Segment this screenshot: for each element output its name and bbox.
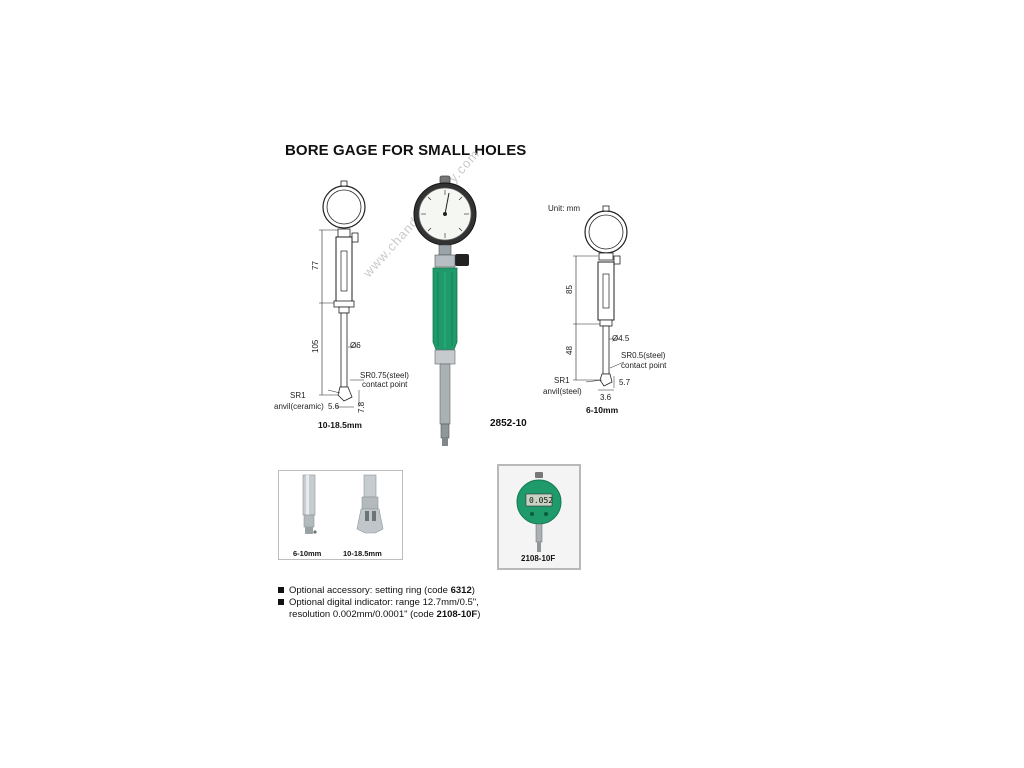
dim-85: 85 bbox=[565, 285, 574, 294]
probe-6-10-image bbox=[302, 474, 317, 534]
bullet-square bbox=[278, 599, 284, 605]
digital-indicator-image: 0.052 bbox=[516, 472, 562, 552]
bullet-square bbox=[278, 587, 284, 593]
probe-detail-box: 6-10mm 10-18.5mm bbox=[278, 470, 403, 560]
note-setting-ring: Optional accessory: setting ring (code 6… bbox=[278, 585, 480, 597]
caption-10-185: 10-18.5mm bbox=[343, 549, 382, 558]
page-title: BORE GAGE FOR SMALL HOLES bbox=[285, 142, 527, 159]
right-dial bbox=[584, 205, 628, 254]
dim-77: 77 bbox=[311, 261, 320, 270]
dim-dia45: Ø4.5 bbox=[612, 334, 630, 343]
center-gage bbox=[413, 175, 477, 446]
code-6312: 6312 bbox=[450, 585, 472, 596]
dim-36: 3.6 bbox=[600, 393, 612, 402]
range-6-10: 6-10mm bbox=[586, 405, 619, 415]
digital-indicator-box: 0.052 2108-10F bbox=[497, 464, 581, 570]
dim-48: 48 bbox=[565, 346, 574, 355]
notes: Optional accessory: setting ring (code 6… bbox=[278, 585, 480, 621]
dim-105: 105 bbox=[311, 339, 320, 353]
dim-56: 5.6 bbox=[328, 402, 340, 411]
left-drawing: 77 105 Ø6 SR0.75(steel) contact point SR… bbox=[274, 180, 409, 430]
dim-contact: contact point bbox=[362, 380, 408, 389]
note-digital-indicator: Optional digital indicator: range 12.7mm… bbox=[278, 597, 480, 621]
dim-sr1-r: SR1 bbox=[554, 376, 570, 385]
unit-label: Unit: mm bbox=[548, 204, 580, 213]
digital-readout: 0.052 bbox=[529, 496, 553, 505]
range-10-185: 10-18.5mm bbox=[318, 420, 362, 430]
dim-sr1: SR1 bbox=[290, 391, 306, 400]
dial-needle bbox=[444, 192, 450, 215]
model-2108-10f: 2108-10F bbox=[521, 554, 556, 563]
caption-6-10: 6-10mm bbox=[293, 549, 322, 558]
dim-sr075: SR0.75(steel) bbox=[360, 371, 409, 380]
model-2852-10: 2852-10 bbox=[490, 418, 527, 429]
left-dial bbox=[322, 180, 366, 229]
probe-10-185-image bbox=[356, 474, 384, 534]
dim-78: 7.8 bbox=[357, 401, 366, 413]
dim-contact-r: contact point bbox=[621, 361, 667, 370]
right-drawing: Unit: mm 85 48 Ø4.5 SR0.5(steel) contact… bbox=[543, 204, 667, 415]
dim-anvil: anvil(ceramic) bbox=[274, 402, 324, 411]
dim-anvil-r: anvil(steel) bbox=[543, 387, 582, 396]
dim-dia6: Ø6 bbox=[350, 341, 361, 350]
dim-sr05: SR0.5(steel) bbox=[621, 351, 666, 360]
code-2108-10f: 2108-10F bbox=[436, 609, 478, 620]
dim-57: 5.7 bbox=[619, 378, 631, 387]
dial-ticks bbox=[421, 190, 469, 238]
